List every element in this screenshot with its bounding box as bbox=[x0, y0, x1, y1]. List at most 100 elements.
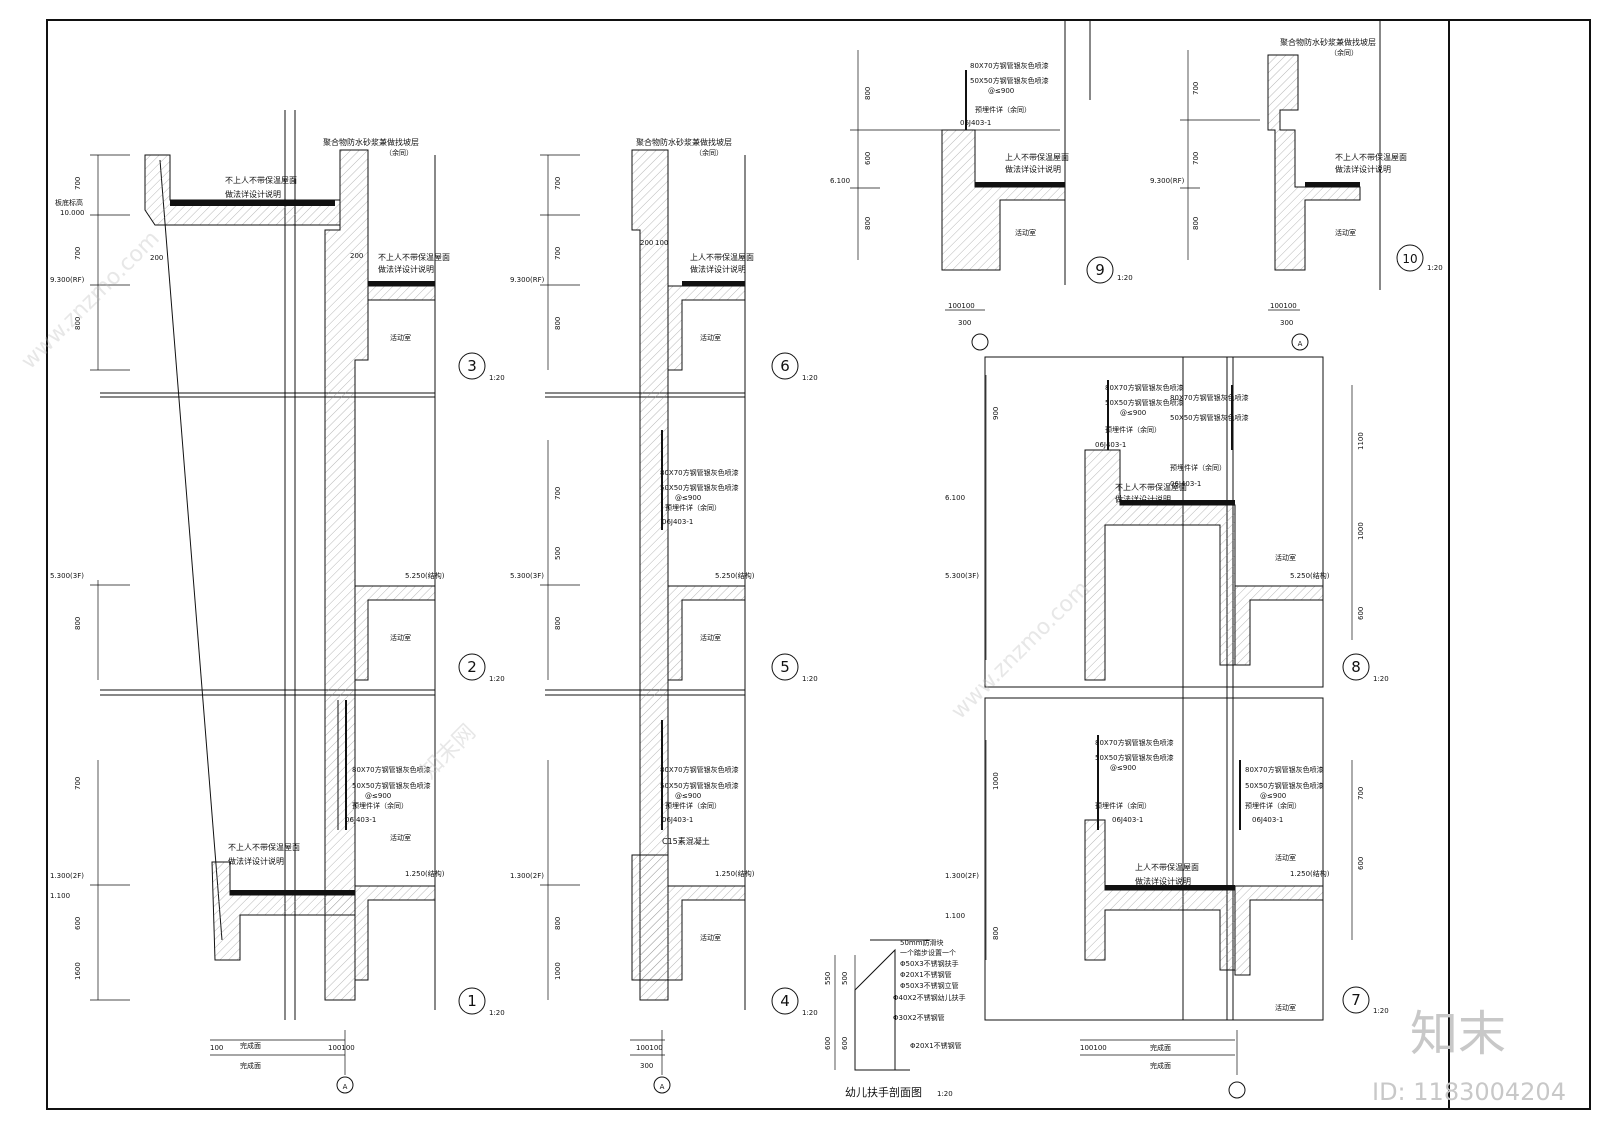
level-6100-8: 6.100 bbox=[945, 494, 965, 502]
room-label-2: 活动室 bbox=[390, 633, 411, 642]
note-embed-9: 预埋件详（余同） bbox=[975, 105, 1031, 114]
room-label-9: 活动室 bbox=[1015, 228, 1036, 237]
dim-1100-8: 1100 bbox=[1357, 432, 1365, 450]
note-atlas-8a: 06J403-1 bbox=[1095, 441, 1126, 449]
note-roof-access-7: 上人不带保温屋面 bbox=[1135, 862, 1199, 872]
room-label-10: 活动室 bbox=[1335, 228, 1356, 237]
dim-800-a: 800 bbox=[74, 317, 82, 330]
dim-800-c: 800 bbox=[554, 317, 562, 330]
watermark-2: 知末网 bbox=[417, 720, 481, 784]
dim-100100-10: 100100 bbox=[1270, 302, 1297, 310]
handrail-note-4: Φ20X1不锈钢管 bbox=[900, 970, 952, 979]
watermark-1: www.znzmo.com bbox=[17, 226, 165, 374]
level-1250-mid: 1.250(结构) bbox=[715, 869, 755, 878]
level-5250-mid: 5.250(结构) bbox=[715, 571, 755, 580]
note-roof-practice-2: 做法详设计说明 bbox=[378, 264, 434, 274]
room-label-6: 活动室 bbox=[700, 333, 721, 342]
dim-700-d: 700 bbox=[554, 177, 562, 190]
dim-500-a: 500 bbox=[554, 547, 562, 560]
level-1100-7: 1.100 bbox=[945, 912, 965, 920]
level-1300-mid: 1.300(2F) bbox=[510, 872, 544, 880]
note-embed-7a: 预埋件详（余同） bbox=[1095, 801, 1151, 810]
handrail-note-8: Φ20X1不锈钢管 bbox=[910, 1041, 962, 1050]
panel-number-4: 4 bbox=[780, 992, 790, 1010]
note-atlas-4: 06J403-1 bbox=[662, 816, 693, 824]
note-embed-8b: 预埋件详（余同） bbox=[1170, 463, 1226, 472]
note-tube-50x50-8b: 50X50方钢管银灰色喷漆 bbox=[1170, 413, 1249, 422]
logo-text: 知末 bbox=[1410, 1006, 1506, 1062]
note-roof-access-6: 上人不带保温屋面 bbox=[690, 252, 754, 262]
note-roof-practice-1: 做法详设计说明 bbox=[228, 856, 284, 866]
dim-600-9: 600 bbox=[864, 152, 872, 165]
dim-800-e: 800 bbox=[554, 917, 562, 930]
note-spacing-4: @≤900 bbox=[675, 792, 701, 800]
note-atlas-1: 06J403-1 bbox=[345, 816, 376, 824]
note-spacing-1: @≤900 bbox=[365, 792, 391, 800]
dim-700-e: 700 bbox=[554, 247, 562, 260]
panel-number-5: 5 bbox=[780, 658, 790, 676]
panel-scale-7: 1:20 bbox=[1373, 1007, 1389, 1015]
dim-1000-a: 1000 bbox=[554, 962, 562, 980]
finish-face-7b: 完成面 bbox=[1150, 1061, 1171, 1070]
note-tube-50x50-5: 50X50方钢管银灰色喷漆 bbox=[660, 483, 739, 492]
level-1250-left: 1.250(结构) bbox=[405, 869, 445, 878]
dim-700-a: 700 bbox=[74, 177, 82, 190]
panel-scale-8: 1:20 bbox=[1373, 675, 1389, 683]
dim-800-9a: 800 bbox=[864, 87, 872, 100]
handrail-note-2: 一个踏步设置一个 bbox=[900, 948, 956, 957]
middle-column bbox=[540, 149, 746, 1094]
sheet-border bbox=[46, 19, 1591, 1110]
dim-700-b: 700 bbox=[74, 247, 82, 260]
note-tube-80x70-4: 80X70方钢管银灰色喷漆 bbox=[660, 765, 739, 774]
upper-right-details bbox=[850, 20, 1424, 351]
room-label-8: 活动室 bbox=[1275, 553, 1296, 562]
note-atlas-8b: 06J403-1 bbox=[1170, 480, 1201, 488]
panel-scale-1: 1:20 bbox=[489, 1009, 505, 1017]
panel-scale-2: 1:20 bbox=[489, 675, 505, 683]
room-label-4: 活动室 bbox=[700, 933, 721, 942]
handrail-scale: 1:20 bbox=[937, 1090, 953, 1098]
right-column bbox=[984, 356, 1370, 1099]
note-c15: C15素混凝土 bbox=[662, 836, 710, 846]
level-5300-8: 5.300(3F) bbox=[945, 572, 979, 580]
note-tube-50x50-7b: 50X50方钢管银灰色喷漆 bbox=[1245, 781, 1324, 790]
panel-scale-4: 1:20 bbox=[802, 1009, 818, 1017]
dim-200-b: 200 bbox=[350, 252, 363, 260]
note-roof-no-access-10: 不上人不带保温屋面 bbox=[1335, 152, 1407, 162]
dim-800-10: 800 bbox=[1192, 217, 1200, 230]
dim-700-f: 700 bbox=[554, 487, 562, 500]
note-atlas-9: 06J403-1 bbox=[960, 119, 991, 127]
note-roof-no-access-8: 不上人不带保温屋面 bbox=[1115, 482, 1187, 492]
slab-bottom-label: 板底标高 bbox=[55, 198, 83, 207]
note-tube-80x70-8b: 80X70方钢管银灰色喷漆 bbox=[1170, 393, 1249, 402]
dim-600-8: 600 bbox=[1357, 607, 1365, 620]
handrail-dim-550: 550 bbox=[824, 972, 832, 985]
axis-a-10: A bbox=[1298, 340, 1303, 348]
dim-1000-7: 1000 bbox=[992, 772, 1000, 790]
note-tube-80x70-9: 80X70方钢管银灰色喷漆 bbox=[970, 61, 1049, 70]
note-embed-5: 预埋件详（余同） bbox=[665, 503, 721, 512]
dim-100100-a: 100100 bbox=[328, 1044, 355, 1052]
note-embed-8a: 预埋件详（余同） bbox=[1105, 425, 1161, 434]
note-same-10: （余同） bbox=[1330, 48, 1358, 57]
room-label-1: 活动室 bbox=[390, 833, 411, 842]
panel-scale-6: 1:20 bbox=[802, 374, 818, 382]
note-tube-50x50-4: 50X50方钢管银灰色喷漆 bbox=[660, 781, 739, 790]
level-1100-left: 1.100 bbox=[50, 892, 70, 900]
note-tube-80x70-7b: 80X70方钢管银灰色喷漆 bbox=[1245, 765, 1324, 774]
note-roof-practice-9: 做法详设计说明 bbox=[1005, 164, 1061, 174]
dim-200-c: 200 bbox=[640, 239, 653, 247]
level-6100-9: 6.100 bbox=[830, 177, 850, 185]
dim-1600: 1600 bbox=[74, 962, 82, 980]
note-roof-practice-6: 做法详设计说明 bbox=[690, 264, 746, 274]
dim-100100-9: 100100 bbox=[948, 302, 975, 310]
note-tube-50x50-7a: 50X50方钢管银灰色喷漆 bbox=[1095, 753, 1174, 762]
handrail-dim-500: 500 bbox=[841, 972, 849, 985]
note-parapet-coating: 聚合物防水砂浆兼做找坡层 bbox=[323, 137, 419, 147]
note-roof-no-access-1: 不上人不带保温屋面 bbox=[228, 842, 300, 852]
panel-number-3: 3 bbox=[467, 357, 477, 375]
note-roof-access-9: 上人不带保温屋面 bbox=[1005, 152, 1069, 162]
dim-100100-7: 100100 bbox=[1080, 1044, 1107, 1052]
dim-300-9: 300 bbox=[958, 319, 971, 327]
